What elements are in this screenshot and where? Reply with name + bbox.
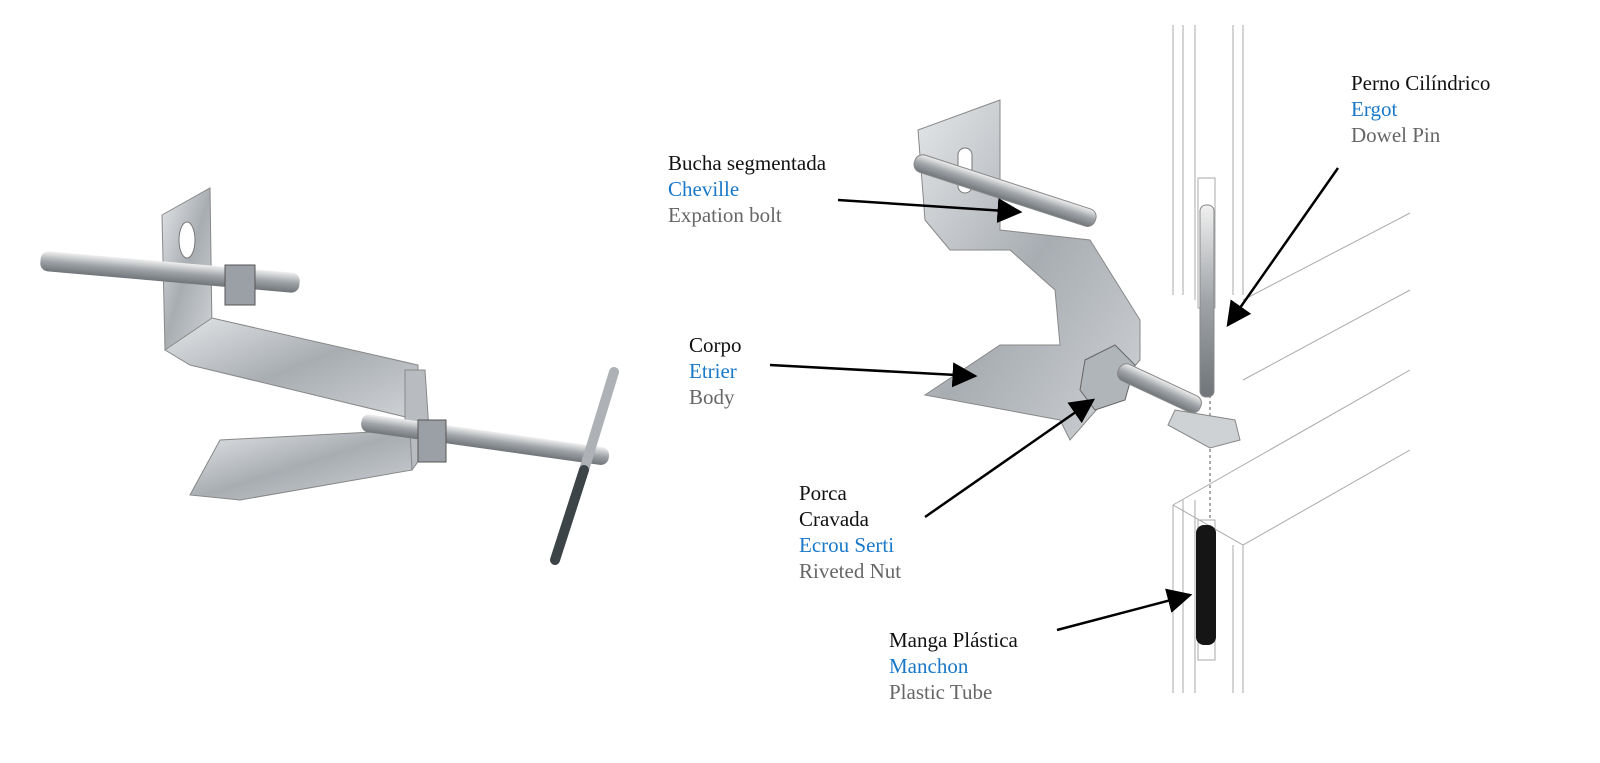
label-riveted-nut: Porca Cravada Ecrou Serti Riveted Nut	[799, 480, 901, 584]
label-expansion-bolt: Bucha segmentada Cheville Expation bolt	[668, 150, 826, 228]
label-fr: Etrier	[689, 359, 737, 383]
label-pt: Manga Plástica	[889, 628, 1018, 652]
dowel-pin-drawing	[1199, 204, 1215, 398]
label-en: Body	[689, 385, 735, 409]
bracket-drawing	[913, 99, 1241, 449]
label-pt: Perno Cilíndrico	[1351, 71, 1491, 95]
bracket-photo	[40, 187, 619, 565]
label-pt: Corpo	[689, 333, 742, 357]
label-en: Riveted Nut	[799, 559, 902, 583]
label-body: Corpo Etrier Body	[689, 332, 742, 410]
label-pt: Porca	[799, 481, 847, 505]
label-fr: Ergot	[1351, 97, 1398, 121]
label-en: Expation bolt	[668, 203, 782, 227]
label-pt: Bucha segmentada	[668, 151, 827, 175]
label-dowel-pin: Perno Cilíndrico Ergot Dowel Pin	[1351, 70, 1490, 148]
label-plastic-tube: Manga Plástica Manchon Plastic Tube	[889, 627, 1018, 705]
callout-arrows	[769, 167, 1340, 632]
label-fr: Manchon	[889, 654, 969, 678]
label-en: Plastic Tube	[889, 680, 993, 704]
plastic-tube-drawing	[1196, 525, 1216, 645]
label-pt-2: Cravada	[799, 507, 869, 531]
label-en: Dowel Pin	[1351, 123, 1441, 147]
label-fr: Cheville	[668, 177, 740, 201]
label-fr: Ecrou Serti	[799, 533, 895, 557]
